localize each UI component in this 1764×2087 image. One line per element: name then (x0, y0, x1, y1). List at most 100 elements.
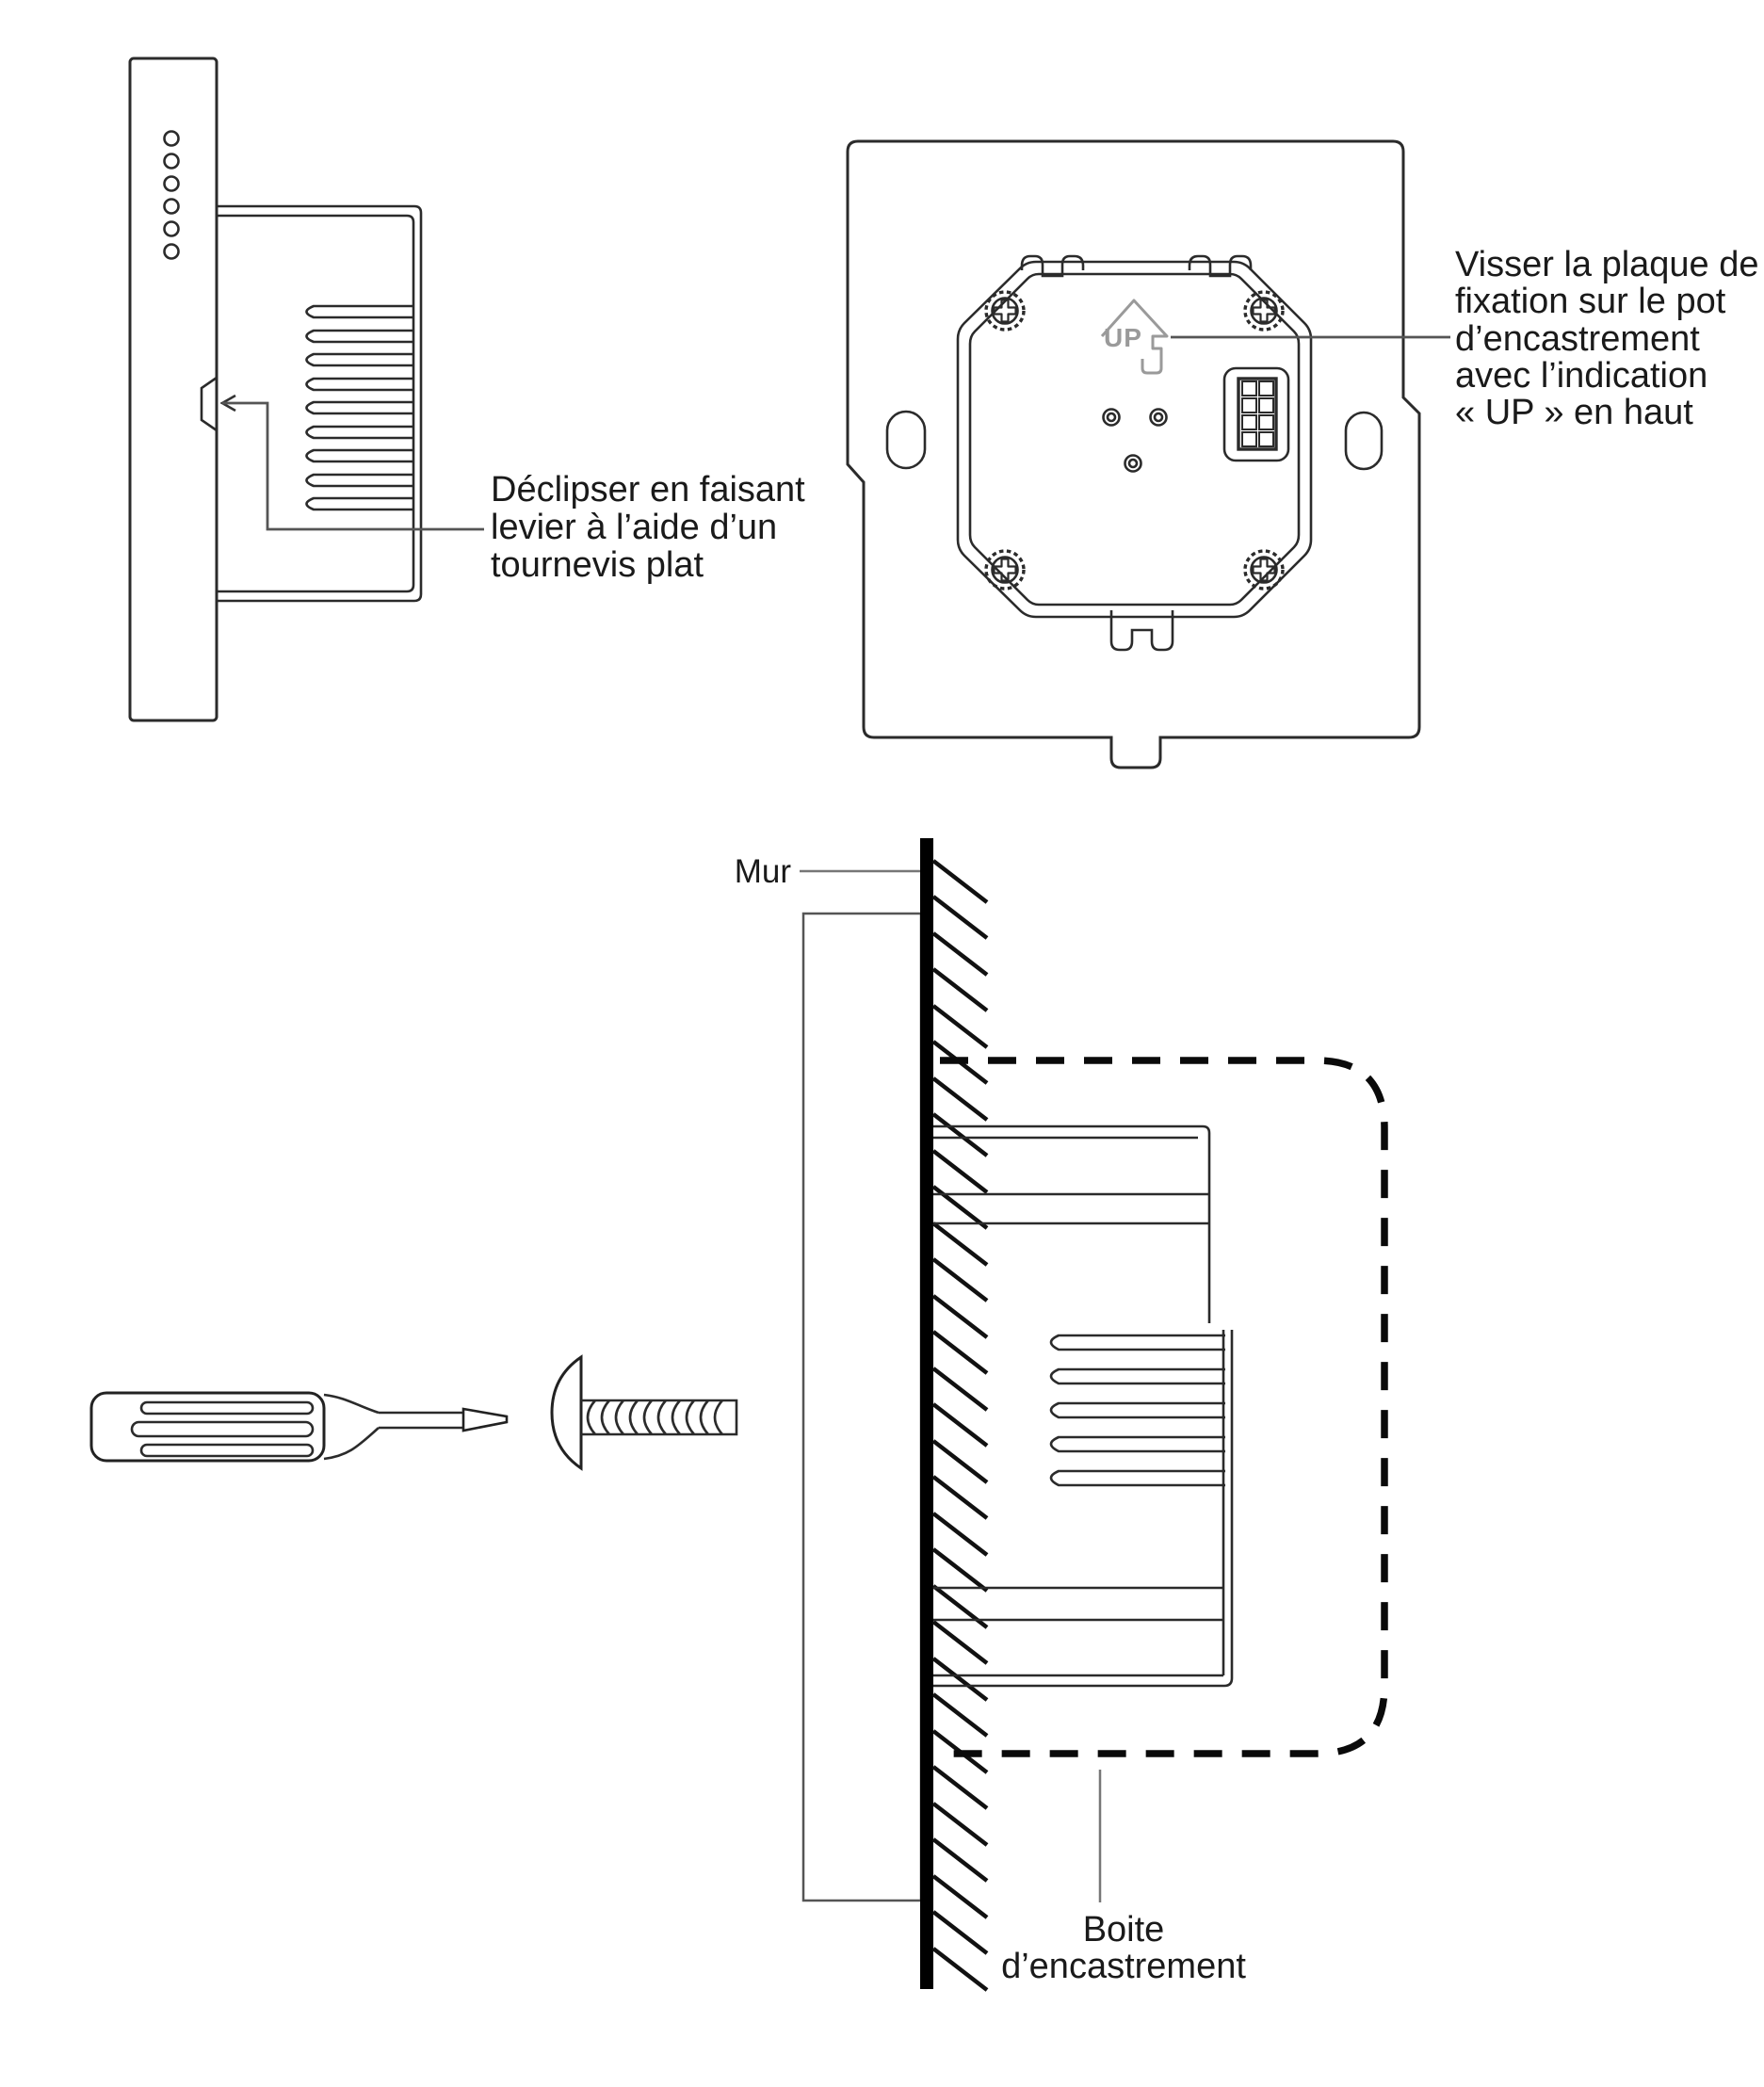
wall-line (920, 838, 933, 1989)
led-indicator-dots (163, 130, 180, 260)
flat-blade-tip (461, 1407, 509, 1432)
pin-cell (1258, 431, 1274, 447)
pin-cell (1258, 380, 1274, 396)
up-marking-label: UP (1104, 323, 1142, 352)
screw-shaft (581, 1399, 738, 1436)
mur-label: Mur (735, 853, 792, 890)
up-arrow-outline (1100, 299, 1169, 375)
leader-line (222, 401, 484, 531)
fixation-plate-outer (956, 260, 1313, 619)
phillips-cross-icon (993, 299, 1017, 323)
fin (1049, 1469, 1225, 1487)
handle-neck-top (323, 1393, 380, 1415)
mounting-hole-left (885, 410, 927, 470)
visser-annotation: Visser la plaque de fixation sur le pot … (1455, 245, 1759, 432)
front-plate-side (128, 57, 218, 722)
pin-cell (1241, 380, 1257, 396)
fin (305, 377, 413, 392)
screwdriver-shaft (379, 1411, 463, 1430)
top-clip-left (1020, 254, 1085, 278)
fin (305, 352, 413, 367)
mur-annotation: Mur (735, 853, 920, 890)
recess-cavity-dashed-outline (940, 1057, 1388, 1757)
phillips-screw-icon (1243, 549, 1285, 591)
handle-groove (130, 1420, 315, 1438)
pin-cell (1258, 414, 1274, 430)
annotation-line: d’encastrement (1001, 1947, 1246, 1986)
pot-top-outline (933, 1124, 1211, 1323)
led-dot (163, 220, 180, 237)
module-inner-outline (217, 214, 415, 593)
connector-inner (1237, 377, 1278, 451)
screw-knurl-ring (1243, 549, 1285, 591)
fin (1049, 1367, 1225, 1385)
flush-box-module (933, 1124, 1234, 1688)
screw-dome-head (550, 1354, 583, 1471)
fin (305, 473, 413, 488)
fin (1049, 1334, 1225, 1351)
phillips-screws (984, 290, 1285, 591)
screw-head (991, 556, 1019, 584)
small-hole (1149, 408, 1168, 427)
figure-switch-side-view: Déclipser en faisant levier à l’aide d’u… (128, 57, 805, 722)
fin (1049, 1401, 1225, 1419)
screw-head (991, 297, 1019, 325)
led-dot (163, 175, 180, 192)
declipser-leader (219, 394, 484, 531)
pot-bottom-outline (933, 1330, 1234, 1688)
figure-wall-cross-section: Mur Boite d’encastrement (89, 838, 1388, 1992)
outer-frame-plate (846, 139, 1421, 769)
pin-cell (1241, 431, 1257, 447)
mounting-hole-right (1344, 411, 1384, 471)
small-hole-inner (1127, 458, 1139, 469)
phillips-screw-icon (1243, 290, 1285, 332)
connector-pins (1241, 380, 1274, 447)
small-hole-inner (1106, 412, 1117, 423)
phillips-screw-icon (984, 549, 1026, 591)
annotation-line: avec l’indication (1455, 356, 1707, 396)
module-outer-outline (217, 204, 423, 603)
screw-head (1250, 556, 1278, 584)
annotation-line: fixation sur le pot (1455, 282, 1726, 321)
connector-block (1222, 366, 1290, 462)
switch-module-body (217, 204, 423, 603)
screwdriver-illustration (89, 1391, 509, 1463)
phillips-cross-icon (1252, 299, 1276, 323)
up-arrow-icon: UP (1100, 299, 1169, 375)
screw-knurl-ring (984, 290, 1026, 332)
fin (1049, 1435, 1225, 1453)
small-hole (1102, 408, 1121, 427)
phillips-cross-icon (993, 558, 1017, 582)
pin-cell (1241, 397, 1257, 413)
led-dot (163, 130, 180, 147)
fin (305, 496, 413, 511)
heatsink-fins (305, 304, 413, 511)
declipser-annotation: Déclipser en faisant levier à l’aide d’u… (491, 470, 805, 585)
screw-threads (586, 1399, 723, 1435)
handle-groove (139, 1400, 315, 1416)
fin (305, 304, 413, 319)
fin (305, 448, 413, 463)
led-dot (163, 153, 180, 170)
boite-annotation: Boite d’encastrement (1001, 1770, 1246, 1986)
annotation-line: « UP » en haut (1455, 393, 1693, 432)
annotation-line: levier à l’aide d’un (491, 508, 777, 547)
clip-tab (200, 376, 218, 432)
annotation-line: Boite (1083, 1910, 1165, 1949)
annotation-line: Visser la plaque de (1455, 245, 1759, 284)
annotation-line: tournevis plat (491, 545, 704, 585)
pin-cell (1241, 414, 1257, 430)
small-hole (1124, 454, 1142, 473)
phillips-screw-icon (984, 290, 1026, 332)
annotation-line: Déclipser en faisant (491, 470, 805, 510)
phillips-cross-icon (1252, 558, 1276, 582)
fixation-plate-inner (968, 272, 1301, 607)
fin (305, 329, 413, 344)
annotation-line: d’encastrement (1455, 319, 1700, 359)
led-dot (163, 198, 180, 215)
fin (305, 425, 413, 440)
fin (305, 400, 413, 415)
handle-groove (139, 1443, 315, 1458)
